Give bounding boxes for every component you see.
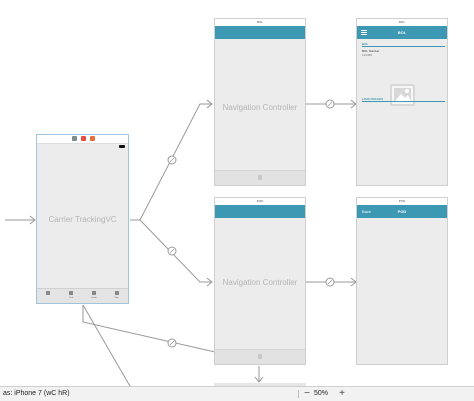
zoom-in-button[interactable]: + [339, 388, 345, 399]
toolbar [215, 349, 305, 364]
toolbar-icon [258, 175, 262, 180]
nav-bar: BOL [357, 26, 447, 39]
scene-title: Navigation Controller [222, 103, 298, 112]
scene-nav-controller-pod[interactable]: POD Navigation Controller [214, 197, 306, 365]
load-images-label[interactable]: LOAD IMAGES [362, 97, 384, 101]
tab-item[interactable]: Loads [83, 289, 106, 303]
divider [362, 101, 445, 102]
field-label: BOL Number [362, 49, 380, 53]
scene-pod-detail[interactable]: POD Back POD [356, 197, 448, 365]
tab-item[interactable] [37, 289, 60, 303]
nav-title: POD [397, 209, 407, 214]
divider [362, 46, 445, 47]
scene-dock [37, 135, 128, 144]
segue-badge [167, 155, 177, 165]
image-placeholder-icon [390, 84, 415, 106]
toolbar [215, 170, 305, 185]
scene-nav-controller-bol[interactable]: BOL Navigation Controller [214, 18, 306, 186]
scene-carrier-tracking[interactable]: Carrier TrackingVC Hub Loads Map [36, 134, 129, 304]
tab-icon [114, 291, 119, 295]
tab-item[interactable]: Map [105, 289, 128, 303]
nav-bar [215, 26, 305, 39]
segue-badge [167, 246, 177, 256]
scene-top-title: POD [357, 198, 447, 205]
first-responder-icon[interactable] [81, 136, 86, 141]
tab-icon [46, 291, 51, 295]
back-button[interactable]: Back [362, 209, 371, 214]
scene-top-title: BOL [357, 19, 447, 26]
tab-label: Hub [69, 297, 73, 299]
scene-top-title: POD [215, 198, 305, 205]
toolbar-icon [258, 354, 262, 359]
tab-label: Loads [91, 297, 97, 299]
battery-icon [119, 145, 125, 148]
scene-partial [214, 383, 306, 386]
tab-icon [91, 291, 96, 295]
section-label: BOL [362, 42, 369, 46]
tab-item[interactable]: Hub [60, 289, 83, 303]
scene-top-title: BOL [215, 19, 305, 26]
segue-carrier-to-lower [82, 305, 216, 353]
nav-bar: Back POD [357, 205, 447, 218]
nav-bar [215, 205, 305, 218]
segue-badge [325, 99, 335, 109]
entry-arrow-head [29, 215, 36, 225]
segue-carrier-to-nav-pod [130, 219, 212, 283]
canvas-status-bar: as: iPhone 7 (wC hR) − 50% + [0, 386, 474, 401]
exit-icon[interactable] [90, 136, 95, 141]
divider [298, 390, 299, 398]
zoom-out-button[interactable]: − [304, 388, 310, 399]
device-config-label[interactable]: as: iPhone 7 (wC hR) [3, 390, 70, 397]
tab-icon [69, 291, 74, 295]
nav-title: BOL [397, 30, 407, 35]
scene-bol-detail[interactable]: BOL BOL BOL BOL Number 123456 LOAD IMAGE… [356, 18, 448, 186]
field-value: 123456 [362, 53, 373, 57]
scene-title: Carrier TrackingVC [48, 215, 117, 224]
hamburger-icon[interactable] [361, 30, 367, 35]
tab-label: Map [114, 297, 119, 299]
view-controller-icon[interactable] [72, 136, 77, 141]
segue-badge [167, 338, 177, 348]
tab-bar: Hub Loads Map [37, 288, 128, 303]
segue-carrier-to-nav-bol [130, 103, 212, 221]
zoom-level: 50% [314, 390, 329, 397]
scene-title: Navigation Controller [222, 278, 298, 287]
segue-badge [325, 277, 335, 287]
